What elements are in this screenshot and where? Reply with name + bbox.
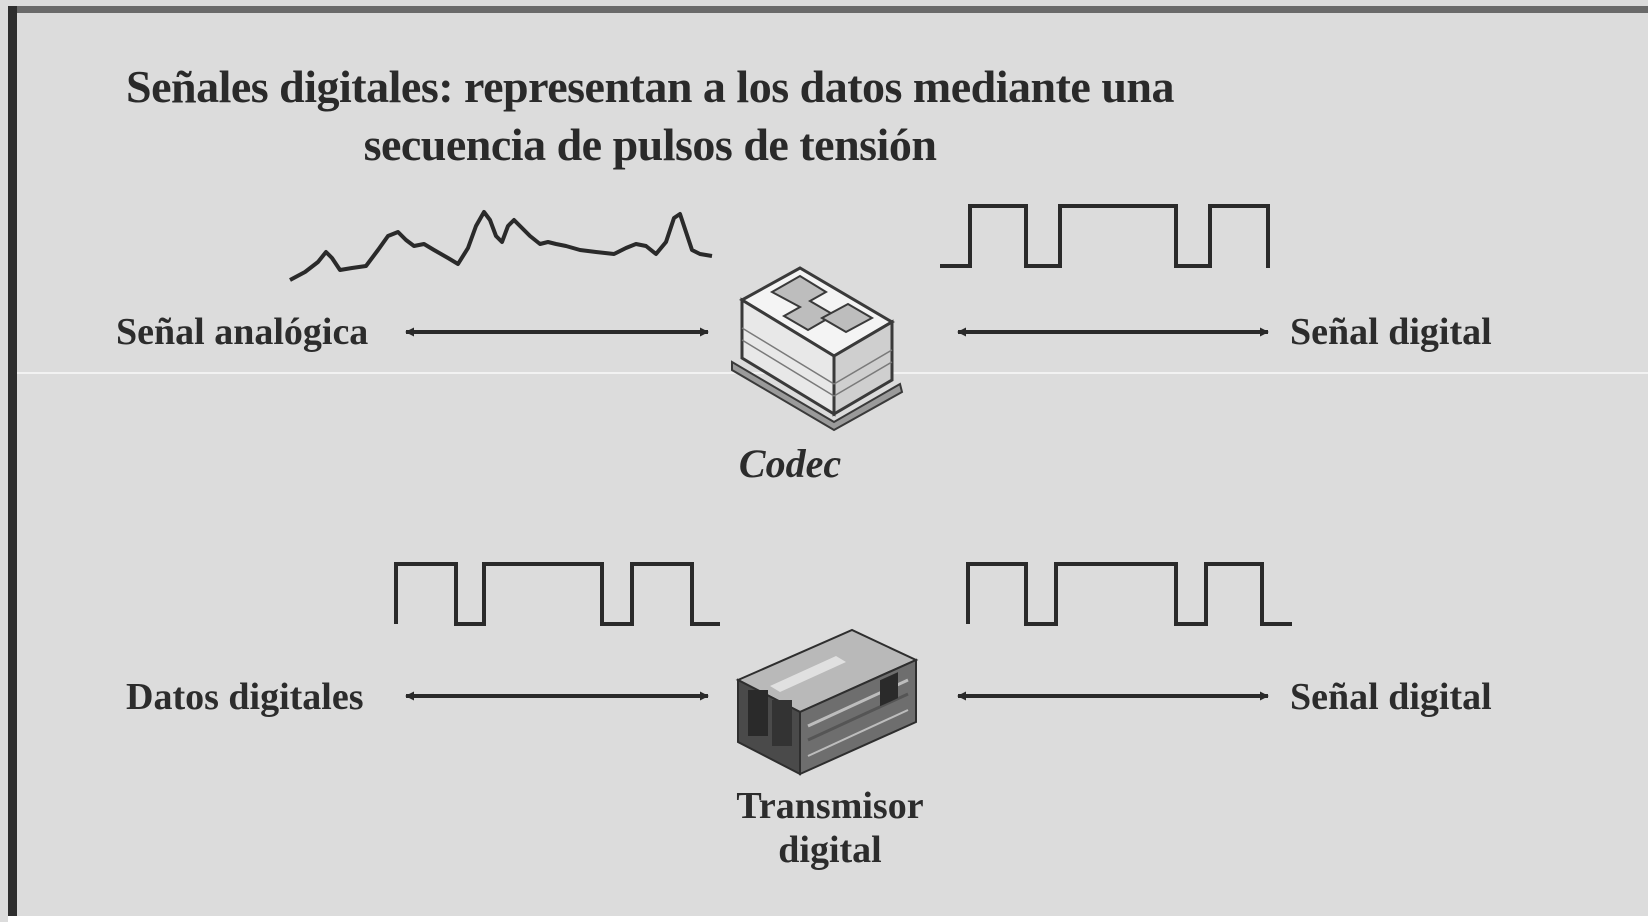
analog-waveform <box>289 210 713 282</box>
codec-caption: Codec <box>738 441 842 486</box>
title-line-1: Señales digitales: representan a los dat… <box>125 61 1175 112</box>
transmitter-caption-line-2: digital <box>778 829 882 871</box>
frame-bottom-edge <box>8 916 1648 922</box>
digital-data-label: Datos digitales <box>126 676 364 718</box>
digital-signal-label-bottom: Señal digital <box>1290 676 1492 718</box>
frame-top-border <box>8 6 1648 13</box>
digital-signal-label-top: Señal digital <box>1290 311 1492 353</box>
frame-left-border <box>8 6 17 922</box>
transmitter-device-icon <box>735 628 919 776</box>
digital-waveform-top <box>940 204 1270 268</box>
title-line-2: secuencia de pulsos de tensión <box>363 119 937 170</box>
digital-waveform-bottom-right <box>966 562 1292 626</box>
transmitter-caption-line-1: Transmisor <box>736 785 924 827</box>
diagram-title: Señales digitales: representan a los dat… <box>40 58 1260 174</box>
analog-signal-label: Señal analógica <box>116 311 369 353</box>
codec-chip-icon <box>731 266 904 432</box>
digital-waveform-bottom-left <box>394 562 720 626</box>
transmitter-caption: Transmisor digital <box>700 784 960 872</box>
